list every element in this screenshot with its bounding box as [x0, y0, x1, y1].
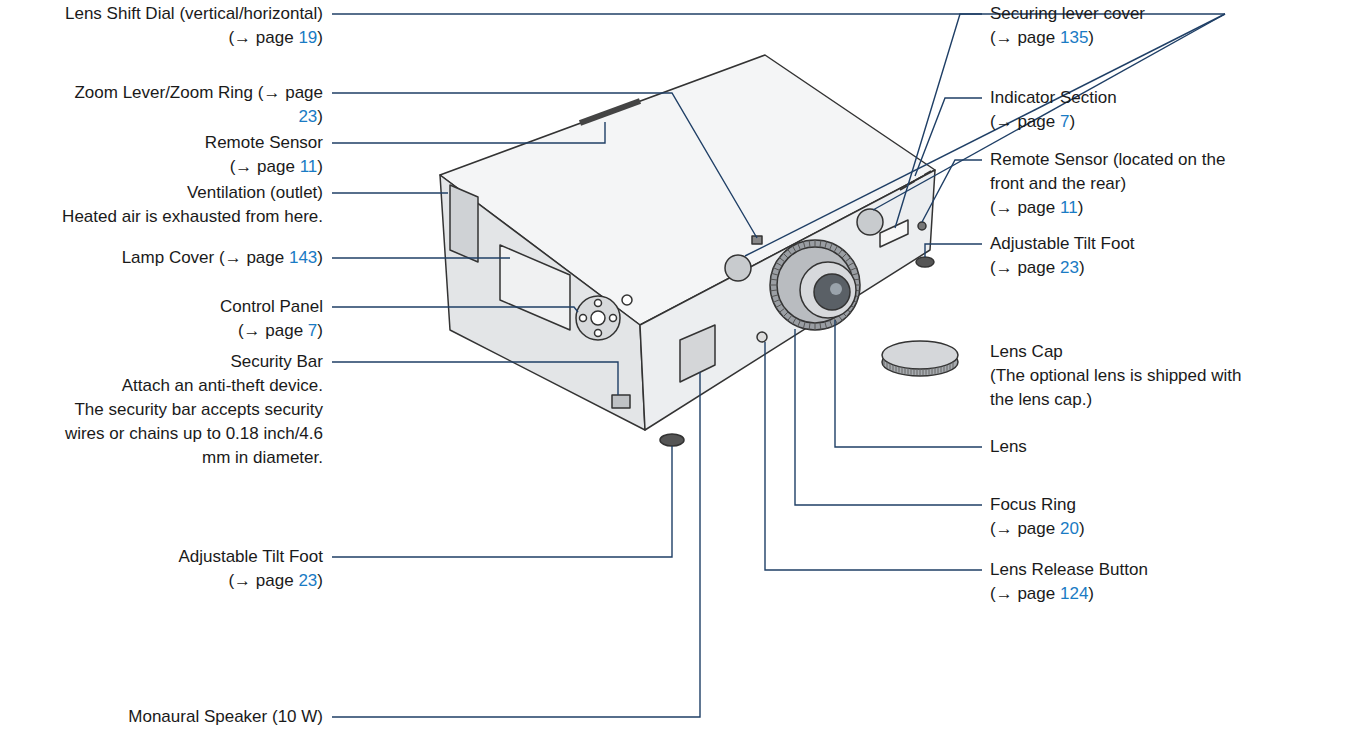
- part-label: Securing lever cover (→ page 135): [990, 2, 1145, 50]
- knurl-stroke: [848, 263, 854, 267]
- knurl-stroke: [825, 242, 827, 249]
- knurl-stroke: [914, 369, 915, 375]
- knurl-stroke: [788, 249, 792, 255]
- part-label: Control Panel (→ page 7): [220, 295, 323, 343]
- knurl-stroke: [834, 246, 838, 252]
- part-label: Lens: [990, 435, 1027, 459]
- knurl-stroke: [815, 240, 816, 247]
- part-label: Remote Sensor (→ page 11): [205, 131, 323, 179]
- part-label: Zoom Lever/Zoom Ring (→ page 23): [74, 81, 323, 129]
- knurl-stroke: [911, 369, 912, 375]
- knurl-stroke: [779, 258, 785, 262]
- knurl-stroke: [783, 312, 788, 317]
- knurl-stroke: [793, 318, 797, 324]
- knurl-stroke: [852, 273, 859, 275]
- knurl-stroke: [926, 369, 927, 375]
- knurl-stroke: [887, 362, 888, 368]
- part-label: Lens Release Button (→ page 124): [990, 558, 1148, 606]
- knurl-stroke: [938, 367, 939, 373]
- knurl-stroke: [798, 243, 801, 249]
- part-label: Lamp Cover (→ page 143): [122, 246, 323, 270]
- knurl-stroke: [773, 268, 779, 271]
- knurl-stroke: [770, 289, 777, 291]
- knurl-stroke: [953, 362, 954, 368]
- knurl-stroke: [845, 258, 851, 262]
- knurl-stroke: [932, 368, 933, 374]
- knurl-stroke: [850, 268, 856, 271]
- knurl-stroke: [842, 253, 847, 258]
- part-label: Monaural Speaker (10 W): [128, 705, 323, 729]
- knurl-stroke: [902, 367, 903, 373]
- knurl-stroke: [776, 263, 782, 267]
- part-label: Lens Cap (The optional lens is shipped w…: [990, 340, 1241, 412]
- knurl-stroke: [893, 365, 894, 371]
- knurl-stroke: [941, 367, 942, 373]
- knurl-stroke: [935, 368, 936, 374]
- knurl-stroke: [770, 285, 777, 286]
- knurl-stroke: [776, 304, 782, 308]
- knurl-stroke: [944, 366, 945, 372]
- knurl-stroke: [947, 365, 948, 371]
- knurl-stroke: [884, 359, 885, 365]
- knurl-stroke: [793, 246, 797, 252]
- knurl-stroke: [890, 364, 891, 370]
- part-label: Adjustable Tilt Foot (→ page 23): [178, 545, 323, 593]
- knurl-stroke: [809, 240, 811, 247]
- knurl-stroke: [772, 295, 779, 297]
- knurl-stroke: [772, 273, 779, 275]
- part-label: Lens Shift Dial (vertical/horizontal) (→…: [65, 2, 323, 50]
- knurl-stroke: [830, 320, 833, 326]
- knurl-stroke: [773, 300, 779, 303]
- knurl-stroke: [908, 368, 909, 374]
- knurl-stroke: [929, 369, 930, 375]
- knurl-stroke: [896, 366, 897, 372]
- part-label: Security Bar Attach an anti-theft device…: [65, 350, 323, 470]
- knurl-stroke: [950, 364, 951, 370]
- knurl-stroke: [815, 323, 816, 330]
- part-label: Focus Ring (→ page 20): [990, 493, 1085, 541]
- knurl-stroke: [838, 249, 842, 255]
- knurl-stroke: [899, 367, 900, 373]
- part-label: Remote Sensor (located on the front and …: [990, 148, 1225, 220]
- knurl-stroke: [905, 368, 906, 374]
- knurl-stroke: [779, 308, 785, 312]
- knurl-stroke: [917, 369, 918, 375]
- knurl-stroke: [920, 369, 921, 375]
- knurl-stroke: [788, 315, 792, 321]
- knurl-stroke: [783, 253, 788, 258]
- knurl-stroke: [923, 369, 924, 375]
- knurl-stroke: [830, 243, 833, 249]
- knurl-stroke: [803, 322, 805, 329]
- part-label: Indicator Section (→ page 7): [990, 86, 1117, 134]
- knurl-stroke: [803, 242, 805, 249]
- part-label: Adjustable Tilt Foot (→ page 23): [990, 232, 1135, 280]
- knurl-stroke: [819, 323, 821, 330]
- knurl-stroke: [798, 320, 801, 326]
- knurl-stroke: [770, 279, 777, 281]
- knurl-stroke: [825, 322, 827, 329]
- knurl-stroke: [819, 240, 821, 247]
- part-label: Ventilation (outlet) Heated air is exhau…: [62, 181, 323, 229]
- knurl-stroke: [809, 323, 811, 330]
